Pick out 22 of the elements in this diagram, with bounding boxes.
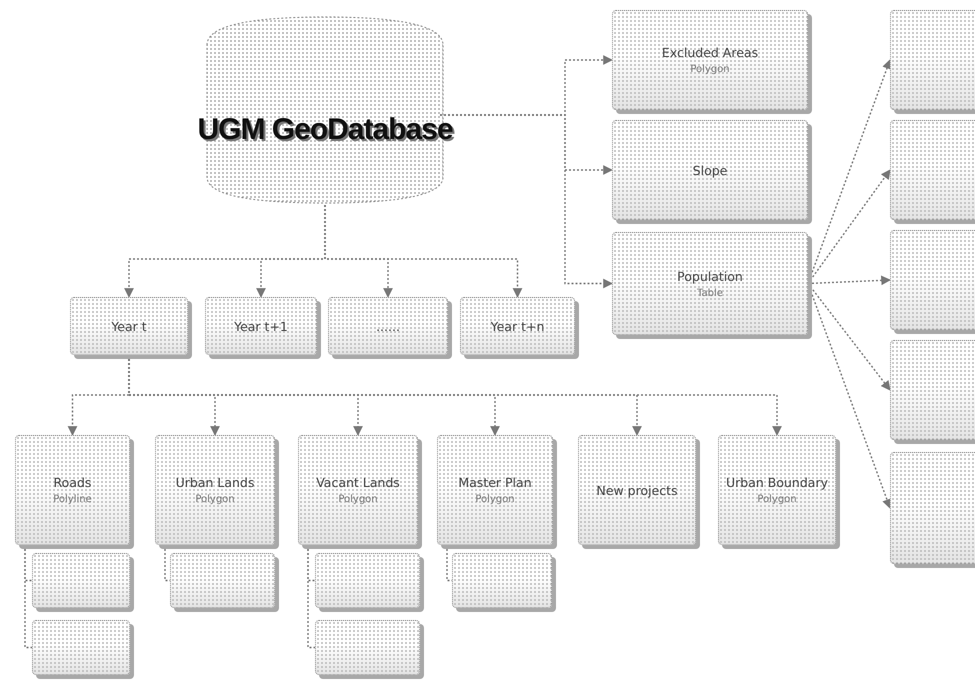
layer-name: Excluded Areas	[662, 45, 758, 60]
layer-name: Vacant Lands	[316, 475, 400, 490]
layer-name: Master Plan	[458, 475, 532, 490]
connector-line	[324, 205, 522, 298]
geometry-type: Polygon	[690, 64, 730, 75]
layer-name: Urban Lands	[176, 475, 254, 490]
layer-name: Roads	[54, 475, 92, 490]
layer-name: Year t+n	[490, 318, 544, 334]
layer-name: Year t+1	[234, 318, 288, 334]
geometry-type: Polyline	[53, 494, 92, 505]
layer-name: Urban Boundary	[726, 475, 828, 490]
geometry-type: Polygon	[757, 494, 797, 505]
geometry-type: Polygon	[195, 494, 235, 505]
geometry-type: Polygon	[338, 494, 378, 505]
layer-name: ......	[376, 318, 400, 334]
layer-name: Year t	[111, 318, 147, 334]
geometry-type: Table	[697, 288, 723, 298]
layer-name: New projects	[596, 482, 678, 498]
geometry-type: Polygon	[475, 494, 515, 505]
layer-name: Slope	[692, 162, 728, 178]
layer-name: Population	[677, 268, 743, 284]
database-title: UGM GeoDatabase	[197, 113, 453, 147]
